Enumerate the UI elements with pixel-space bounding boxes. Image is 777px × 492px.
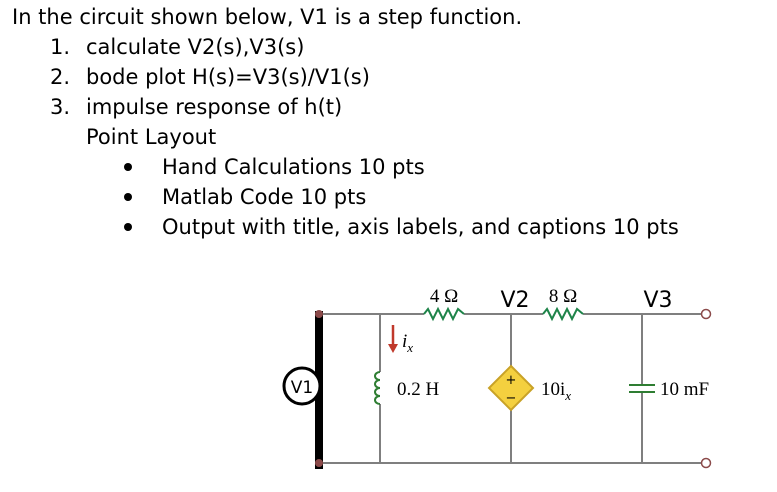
node-v2-label: V2 (500, 288, 529, 313)
bullet-icon (124, 223, 132, 231)
output-terminal-icon (700, 308, 712, 320)
points-item: Matlab Code 10 pts (162, 185, 367, 209)
current-label: ix (402, 331, 413, 355)
task-2-number: 2. (50, 65, 71, 89)
points-item: Hand Calculations 10 pts (162, 155, 425, 179)
task-1-number: 1. (50, 35, 71, 59)
task-3-number: 3. (50, 95, 71, 119)
dependent-source-label: 10ix (541, 379, 571, 403)
resistor-r2-icon (542, 306, 584, 322)
terminal-node-icon (315, 310, 323, 318)
output-terminal-icon (700, 457, 712, 469)
intro-text: In the circuit shown below, V1 is a step… (12, 5, 523, 29)
inductor-label: 0.2 H (397, 379, 440, 400)
points-item: Output with title, axis labels, and capt… (162, 215, 679, 239)
wires (318, 313, 702, 464)
terminal-node-icon (315, 459, 323, 467)
dependent-minus-sign: − (506, 391, 517, 406)
dependent-plus-sign: + (506, 373, 517, 388)
task-2-text: bode plot H(s)=V3(s)/V1(s) (86, 65, 370, 89)
task-3-text: impulse response of h(t) (86, 95, 343, 119)
dependent-source-icon (487, 364, 535, 412)
v1-source-label: V1 (291, 378, 313, 398)
bullet-icon (124, 193, 132, 201)
v1-source-icon (282, 366, 322, 406)
r1-label: 4 Ω (430, 286, 458, 307)
r2-label: 8 Ω (549, 286, 577, 307)
task-1-text: calculate V2(s),V3(s) (86, 35, 305, 59)
resistor-r1-icon (423, 306, 465, 322)
capacitor-label: 10 mF (660, 379, 709, 400)
inductor-icon (374, 371, 381, 405)
points-heading: Point Layout (86, 125, 217, 149)
current-arrowhead-icon (388, 344, 398, 353)
node-v3-label: V3 (643, 288, 672, 313)
bullet-icon (124, 163, 132, 171)
